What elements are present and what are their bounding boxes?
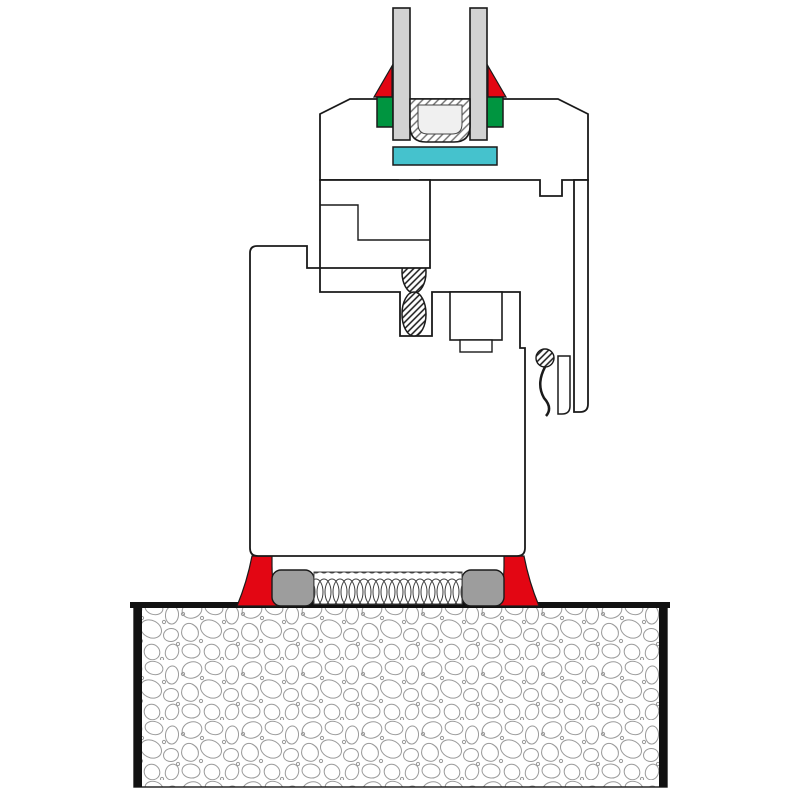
masonry-sill-body (133, 606, 668, 788)
backer-block-gray-right (461, 569, 505, 607)
outer-glass-pane (392, 7, 411, 141)
hardware-block-foot (459, 339, 493, 353)
glazing-unit (372, 7, 508, 166)
inner-glass-pane (469, 7, 488, 141)
setting-tape-cyan (392, 146, 498, 166)
frame-leg-step (557, 355, 571, 415)
hook-gasket-bulb (535, 348, 555, 368)
frame-jamb-extension (319, 179, 431, 269)
masonry-sill (130, 602, 670, 788)
frame-step-lines (320, 204, 430, 241)
sill-top-edge (130, 602, 670, 608)
edge-seal-red-right (487, 63, 508, 98)
hardware-block (449, 291, 503, 341)
backer-block-gray-left (271, 569, 315, 607)
center-gasket-lower-bulb (401, 291, 427, 337)
frame-right-leg (573, 179, 589, 413)
sill-right-edge (659, 607, 667, 787)
sash-profile (249, 245, 526, 557)
edge-seal-red-left (372, 63, 393, 98)
sill-left-edge (134, 607, 142, 787)
compression-tape-strip (313, 571, 463, 605)
hook-gasket-tail (539, 366, 551, 417)
glazing-block-green-left (376, 96, 394, 128)
glazing-block-green-right (486, 96, 504, 128)
glazing-spacer-core (417, 104, 463, 135)
joint-seal-assembly (236, 555, 540, 607)
